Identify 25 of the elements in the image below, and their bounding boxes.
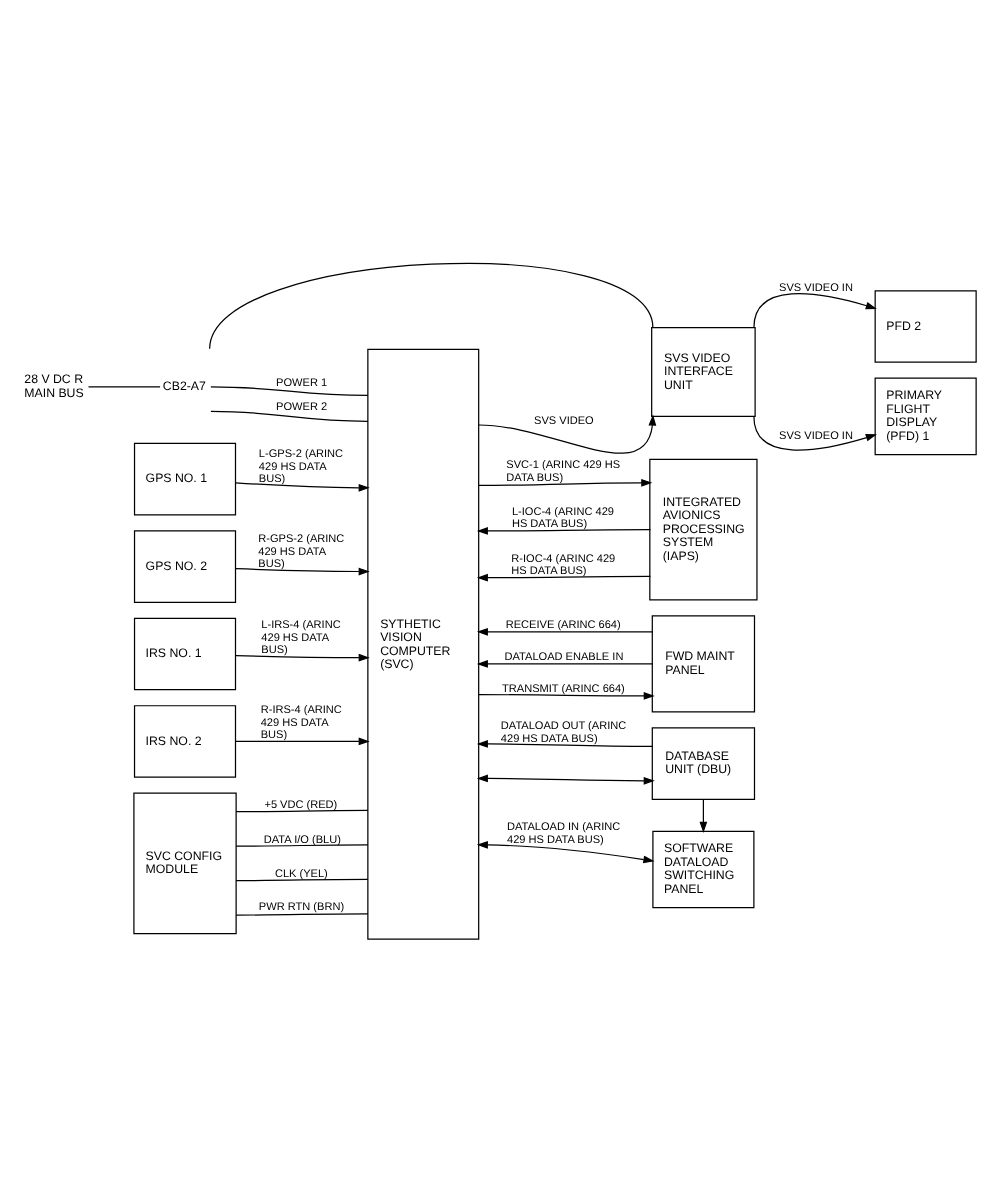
- arrow: [699, 797, 708, 832]
- connector: [209, 262, 654, 349]
- arrow: [476, 773, 655, 784]
- arrow: [234, 566, 370, 575]
- arrow: [476, 840, 655, 863]
- connector: [87, 385, 161, 387]
- arrow: [478, 413, 657, 453]
- arrow: [234, 481, 370, 491]
- arrow: [476, 739, 654, 747]
- connector: [235, 912, 369, 915]
- arrow: [234, 652, 370, 661]
- connector: [235, 808, 369, 812]
- arrow: [478, 691, 655, 699]
- connector: [210, 385, 369, 396]
- arrow: [478, 478, 653, 486]
- connector: [235, 877, 369, 881]
- arrow: [753, 292, 877, 328]
- arrow: [234, 736, 370, 745]
- arrow: [476, 526, 652, 534]
- arrow: [476, 627, 654, 635]
- connector: [210, 409, 369, 421]
- arrow: [476, 659, 654, 667]
- connector: [235, 843, 369, 846]
- arrow: [753, 414, 877, 450]
- arrow: [476, 572, 652, 581]
